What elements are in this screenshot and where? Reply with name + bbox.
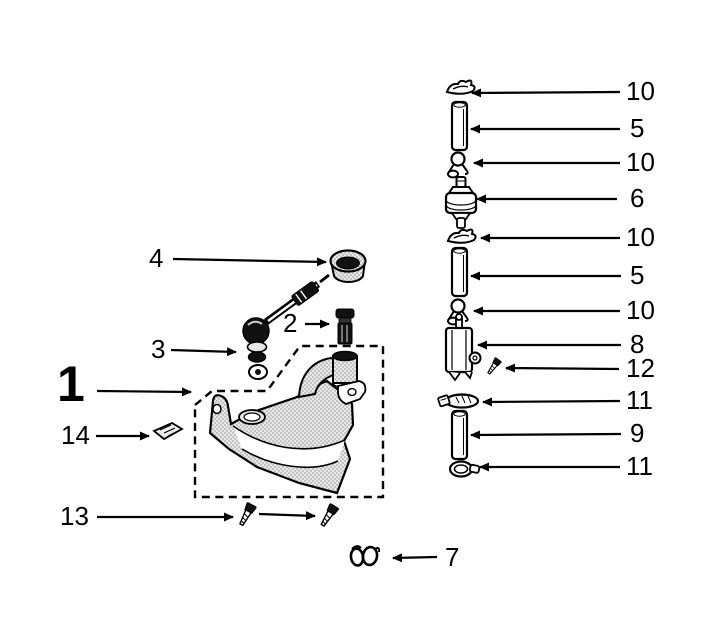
mounting-screw-left <box>235 501 258 528</box>
callout-label-10a: 10 <box>626 76 655 106</box>
callout-label-10d: 10 <box>626 295 655 325</box>
callout-label-5a: 5 <box>630 113 645 143</box>
callout-label-3: 3 <box>151 334 166 364</box>
fuel-filter <box>444 176 478 229</box>
valve-body <box>444 313 482 382</box>
fuel-hose-5b <box>450 246 469 298</box>
arrow-9 <box>470 430 622 440</box>
spring-clamp-1 <box>446 79 476 95</box>
arrow-13b <box>258 511 316 521</box>
arrow-12 <box>505 363 620 373</box>
callout-label-11a: 11 <box>626 385 653 415</box>
callout-arrows <box>96 88 622 563</box>
callout-label-5b: 5 <box>630 260 645 290</box>
retainer-clip <box>152 421 184 441</box>
hose-clamp-11a <box>437 393 480 409</box>
callout-label-9: 9 <box>630 418 645 448</box>
callout-label-7: 7 <box>445 542 460 572</box>
tank-cap <box>329 249 367 283</box>
callout-label-1: 1 <box>57 356 85 412</box>
mounting-screw-right <box>317 502 341 529</box>
callout-label-2: 2 <box>283 308 298 338</box>
arrow-10a <box>471 88 621 98</box>
wire-clamp <box>349 545 381 567</box>
arrow-4 <box>172 257 327 267</box>
arrow-7 <box>392 553 438 563</box>
callout-label-8: 8 <box>630 329 645 359</box>
arrow-11a <box>482 397 621 407</box>
callout-label-12: 12 <box>626 353 655 383</box>
dipstick-grommet-assembly <box>242 273 330 380</box>
callout-label-10c: 10 <box>626 222 655 252</box>
spring-clamp-2 <box>446 151 469 179</box>
fuel-hose-5a <box>450 100 469 152</box>
hose-clamp-11b <box>448 460 481 478</box>
callout-label-11b: 11 <box>626 451 653 481</box>
callout-label-6: 6 <box>630 183 645 213</box>
spring-clamp-3 <box>447 228 477 244</box>
assembly-dashed-outline <box>193 344 385 499</box>
arrow-1 <box>96 387 192 397</box>
tank-ear-hole <box>212 403 222 415</box>
fuel-hose-9 <box>450 409 469 461</box>
callout-label-14: 14 <box>61 420 90 450</box>
callout-label-10b: 10 <box>626 147 655 177</box>
arrow-3 <box>170 347 237 357</box>
callout-label-13: 13 <box>60 501 89 531</box>
fuel-tank <box>208 350 367 495</box>
small-screw-12 <box>484 356 503 377</box>
inlet-fitting <box>335 308 355 345</box>
callout-label-4: 4 <box>149 243 164 273</box>
